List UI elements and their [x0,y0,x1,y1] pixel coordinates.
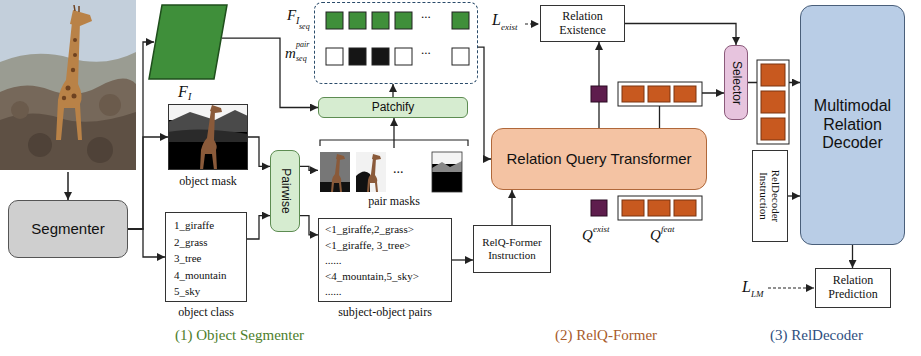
caption-label: ... [421,7,431,20]
list-item: <1_giraffe,2_grass> [325,222,451,238]
existence-box: Relation Existence [540,5,625,42]
connector-arrow [248,137,270,166]
patchify-box: Patchify [318,97,468,118]
transformer-box: Relation Query Transformer [491,128,707,190]
mask-image: object mask [168,104,248,170]
box-label: Relation Existence [544,10,621,38]
selector-box: Selector [724,45,748,120]
connector-arrow [300,166,318,170]
giraffe-photo [0,0,136,170]
feature-map: FI [148,4,228,80]
box-label: Multimodal Relation Decoder [804,97,901,152]
math-symbol: F [178,84,188,100]
list-item: <4_mountain,5_sky> [325,269,451,285]
instruction-box: RelDecoder Instruction [752,150,788,242]
math-symbol: exist [501,23,518,32]
connector-arrow [625,24,736,46]
instruction-box: RelQ-Former Instruction [473,225,551,273]
math-symbol: seq [299,23,310,31]
sequence-panel: ...... [314,2,478,84]
caption-label: object mask [179,175,237,187]
math-symbol: feat [661,225,675,234]
math-symbol: L [492,12,501,28]
caption-label: pair masks [368,195,420,207]
pairwise-box: Pairwise [270,150,300,232]
decoder-box: Multimodal Relation Decoder [800,5,905,245]
connector-arrow [511,190,512,225]
box-label: Relation Prediction [819,274,887,302]
list-item: 5_sky [174,283,246,300]
pair-list: <1_giraffe,2_grass><1_giraffe, 3_tree>..… [318,218,452,302]
segmenter-box: Segmenter [8,200,128,258]
rotated-label: RelDecoder Instruction [758,154,782,238]
parallelogram-outline [149,5,227,79]
box-label: Relation Query Transformer [506,150,691,167]
section-caption: (1) Object Segmenter [175,328,304,343]
list-item: 3_tree [174,250,246,267]
caption-label: ... [421,43,431,56]
object-mask-image [168,104,248,170]
math-symbol: LM [751,290,764,299]
connector-arrow [392,84,393,97]
math-symbol: Q [582,228,593,243]
list-item: ...... [325,284,451,300]
prediction-box: Relation Prediction [815,268,891,308]
section-caption: (2) RelQ-Former [555,328,657,343]
rotated-label: Pairwise [278,154,291,228]
pair-mask-images [320,152,462,192]
box-label: Segmenter [31,220,104,237]
connector-arrow [788,195,800,196]
connector-arrow [393,118,394,148]
section-caption: (3) RelDecoder [770,328,863,343]
caption-label: object class [178,306,234,319]
connector-arrow [300,216,318,235]
bracket [320,140,468,146]
parallelogram-shape [148,4,228,80]
loss-leader [768,287,814,288]
loss-leader [525,23,539,24]
math-symbol: Q [650,228,661,243]
class-list: 1_giraffe2_grass3_tree4_mountain5_skyobj… [165,212,247,302]
connector-arrow [222,38,318,107]
sequence-tokens [326,12,469,65]
caption-label: subject-object pairs [338,306,432,319]
math-symbol: seq [296,55,307,63]
math-symbol: L [742,279,751,295]
connector-arrow [852,245,853,268]
math-symbol: F [287,8,296,23]
list-item: 1_giraffe [174,217,246,234]
list-item: 2_grass [174,234,246,251]
math-symbol: I [188,92,191,102]
connector-arrow [128,229,165,257]
math-symbol: I [296,16,299,26]
input-arrow [67,172,69,200]
rotated-label: Selector [729,49,742,116]
box-label: Patchify [372,101,415,115]
connector-arrow [452,259,473,260]
math-symbol: exist [593,225,610,234]
math-symbol: pair [296,41,309,49]
connector-arrow [478,47,491,159]
box-label: RelQ-Former Instruction [477,236,547,261]
list-item: ...... [325,253,451,269]
pair-mask-group: pair masks [318,148,470,210]
ellipsis: ... [393,162,404,176]
connector-arrow [598,42,599,128]
math-symbol: m [285,46,296,61]
connector-arrow [247,216,270,239]
list-item: <1_giraffe, 3_tree> [325,238,451,254]
list-item: 4_mountain [174,267,246,284]
